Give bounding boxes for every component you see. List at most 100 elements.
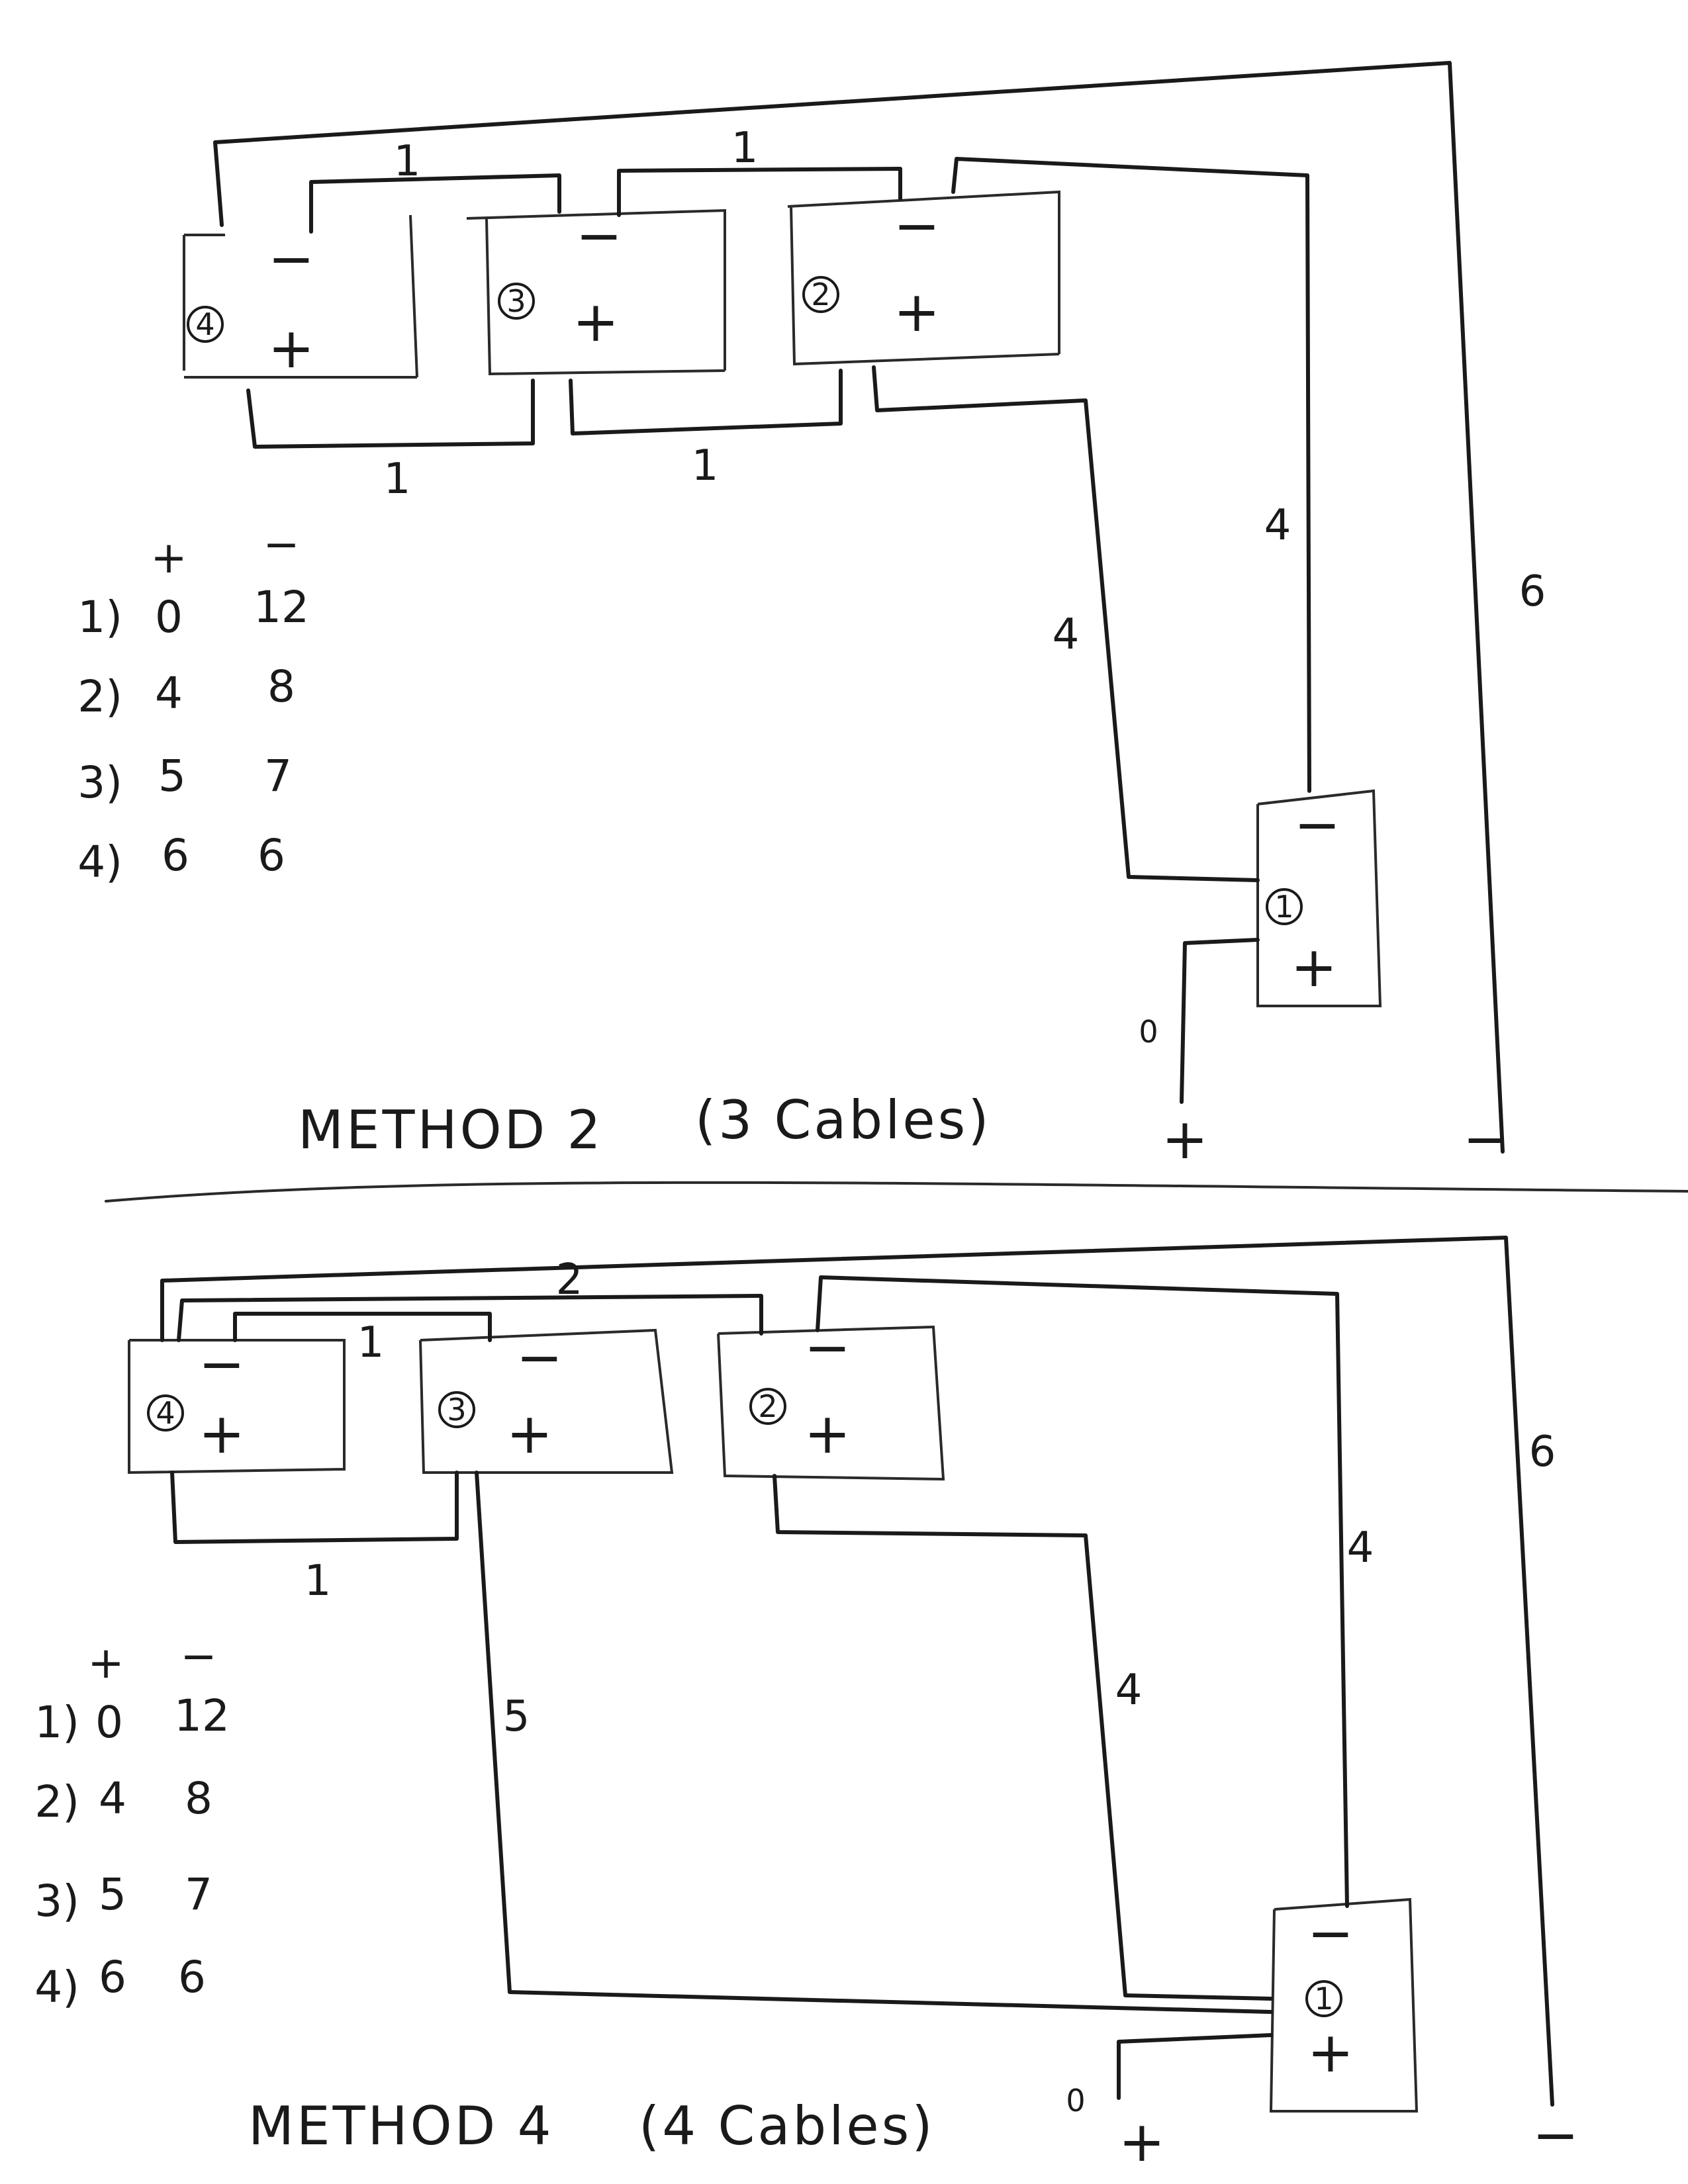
m2-battery-1-neg: − [1294, 792, 1340, 857]
method-2-diagram: 4 − + 3 − + 2 − + 1 − + [77, 61, 1546, 1171]
m2-battery-4-pos: + [268, 316, 314, 381]
m2-terminal-pos: + [1162, 1107, 1208, 1171]
m2-battery-2-id-circle [802, 276, 839, 313]
m4-table-row-3-pos: 5 [99, 1869, 126, 1920]
m4-label-top-2: 2 [556, 1255, 583, 1304]
m2-cable-top-3-2 [617, 167, 902, 217]
m2-label-bottom-3-2: 1 [692, 441, 719, 490]
m4-battery-4-neg: − [199, 1332, 245, 1396]
m2-battery-1: 1 − + [1256, 789, 1382, 1007]
m2-label-neg-4: 4 [1264, 501, 1291, 550]
m2-table-row-3-pos: 5 [158, 751, 186, 801]
m4-table-row-2-neg: 8 [185, 1773, 212, 1824]
m2-battery-1-id-circle [1266, 888, 1303, 925]
m4-table-header-neg: − [180, 1631, 216, 1682]
m4-battery-3-neg: − [516, 1325, 563, 1390]
m2-table-row-2-label: 2) [77, 671, 122, 722]
m2-battery-4-id-circle [187, 306, 224, 343]
m4-cable-pos-4 [773, 1474, 1273, 2001]
m2-label-zero: 0 [1139, 1014, 1158, 1050]
m2-cable-bottom-3-2 [569, 369, 843, 435]
m4-cable-pos-out [1117, 2033, 1273, 2100]
m2-table-row-2-pos: 4 [155, 668, 183, 719]
m4-battery-3: 3 − + [419, 1325, 674, 1474]
m4-battery-2-neg: − [804, 1315, 851, 1380]
m2-cable-pos-4 [872, 365, 1260, 882]
m4-subtitle: (4 Cables) [639, 2095, 935, 2157]
m4-label-neg-4: 4 [1347, 1524, 1374, 1572]
section-divider [105, 1181, 1688, 1203]
m4-table-row-4-label: 4) [34, 1962, 79, 2013]
m2-table-row-4-neg: 6 [258, 830, 285, 881]
m2-battery-3-neg: − [576, 203, 622, 268]
m2-table-row-3-neg: 7 [264, 751, 292, 801]
m4-terminal-pos: + [1119, 2109, 1165, 2174]
m4-table-row-4-pos: 6 [99, 1952, 126, 2003]
m2-battery-1-pos: + [1291, 934, 1337, 999]
m4-terminal-neg: − [1532, 2103, 1579, 2167]
m2-cable-outer-6 [213, 61, 1505, 1154]
m2-table-header-pos: + [150, 532, 187, 583]
m4-label-top-1: 1 [357, 1318, 385, 1367]
m2-table-row-1-pos: 0 [155, 592, 183, 643]
m4-battery-2-pos: + [804, 1401, 851, 1466]
m4-cable-outer-6 [160, 1236, 1554, 2107]
m2-cable-top-4-3 [309, 173, 561, 234]
m4-label-pos-4: 4 [1115, 1666, 1143, 1715]
m4-battery-2-id: 2 [758, 1388, 777, 1424]
m2-label-bottom-4-3: 1 [384, 455, 411, 504]
m4-battery-4: 4 − + [128, 1332, 346, 1475]
m4-title: METHOD 4 [248, 2095, 554, 2157]
m2-battery-4-neg: − [268, 226, 314, 291]
m4-battery-1: 1 − + [1269, 1897, 1419, 2113]
m2-battery-3-pos: + [573, 289, 619, 354]
m4-cable-bottom-4-3 [170, 1471, 459, 1544]
m2-battery-1-id: 1 [1274, 889, 1293, 925]
m4-battery-1-id: 1 [1314, 1981, 1333, 2017]
m2-cable-neg-4 [951, 157, 1311, 793]
m4-label-bottom-4-3: 1 [305, 1557, 332, 1606]
m4-battery-4-id-circle [147, 1394, 184, 1432]
m4-cable-top-1 [233, 1312, 492, 1342]
m2-voltage-table: + − 1) 0 12 2) 4 8 3) 5 7 4) 6 6 [77, 519, 309, 887]
m2-label-top-3-2: 1 [731, 124, 759, 173]
m4-table-row-1-label: 1) [34, 1697, 79, 1748]
m4-battery-3-id-circle [438, 1391, 475, 1428]
m2-terminal-neg: − [1463, 1107, 1509, 1171]
m4-battery-4-id: 4 [156, 1395, 175, 1431]
m4-label-outer-6: 6 [1529, 1428, 1556, 1477]
m2-label-pos-4: 4 [1053, 610, 1080, 659]
m2-table-row-4-label: 4) [77, 837, 122, 887]
m4-battery-4-pos: + [199, 1401, 245, 1466]
m2-battery-4-id: 4 [195, 306, 214, 342]
m2-battery-3-id: 3 [506, 283, 526, 319]
m4-battery-1-neg: − [1307, 1901, 1354, 1966]
m4-cable-top-2 [177, 1294, 763, 1342]
m2-battery-3-id-circle [498, 283, 535, 320]
m4-battery-1-id-circle [1305, 1980, 1342, 2017]
m2-battery-3: 3 − + [466, 203, 726, 376]
m4-table-row-2-pos: 4 [99, 1773, 126, 1824]
m4-cable-neg-4 [816, 1275, 1349, 1908]
m4-table-header-pos: + [87, 1637, 124, 1688]
m2-subtitle: (3 Cables) [695, 1089, 992, 1151]
m4-table-row-2-label: 2) [34, 1776, 79, 1827]
m2-table-header-neg: − [263, 519, 299, 570]
m4-table-row-1-neg: 12 [174, 1690, 230, 1741]
m2-label-outer-6: 6 [1519, 567, 1546, 616]
m2-battery-4: 4 − + [183, 214, 418, 381]
m4-cable-long-5 [475, 1471, 1273, 2014]
m4-table-row-3-label: 3) [34, 1876, 79, 1927]
m4-table-row-1-pos: 0 [95, 1697, 123, 1748]
m4-battery-1-pos: + [1307, 2020, 1354, 2085]
m2-cable-pos-out [1180, 938, 1260, 1104]
m2-title: METHOD 2 [298, 1099, 604, 1161]
m2-table-row-2-neg: 8 [267, 661, 295, 712]
m4-battery-3-id: 3 [447, 1392, 466, 1428]
m2-table-row-4-pos: 6 [162, 830, 189, 881]
m2-battery-2-neg: − [894, 193, 940, 258]
m4-table-row-4-neg: 6 [178, 1952, 206, 2003]
m4-battery-3-pos: + [506, 1401, 553, 1466]
m2-label-top-4-3: 1 [394, 137, 421, 186]
